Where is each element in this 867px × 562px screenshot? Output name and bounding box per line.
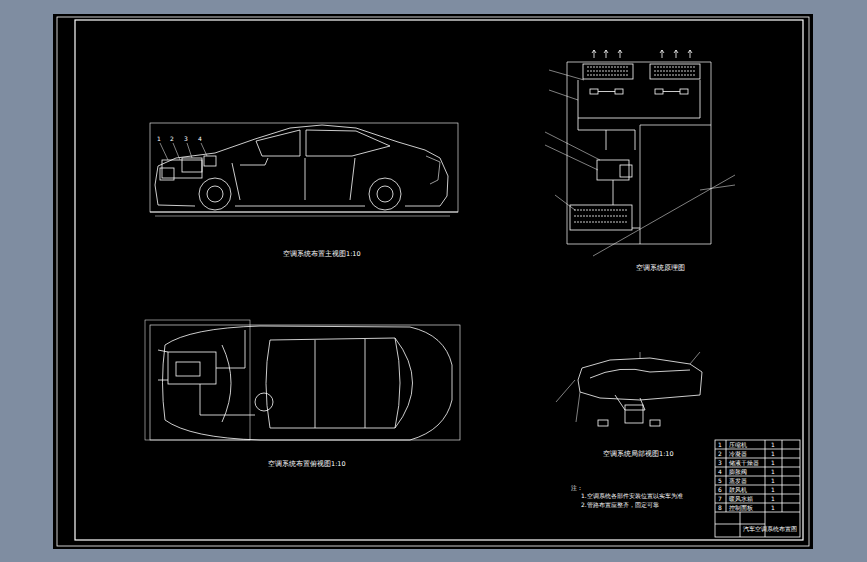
- table-cell: 1: [771, 505, 775, 512]
- table-cell: 6: [718, 487, 722, 494]
- callout-number: 1: [157, 136, 161, 143]
- view-caption: 空调系统布置俯视图1:10: [268, 461, 346, 468]
- table-cell: 鼓风机: [729, 487, 747, 494]
- table-cell: 膨胀阀: [729, 469, 747, 476]
- table-cell: 1: [718, 442, 722, 449]
- table-cell: 5: [718, 478, 722, 485]
- table-cell: 1: [771, 478, 775, 485]
- note-text: 1.空调系统各部件安装位置以实车为准: [581, 493, 683, 500]
- table-cell: 1: [771, 469, 775, 476]
- callout-number: 2: [170, 136, 174, 143]
- table-cell: 蒸发器: [729, 478, 747, 485]
- table-cell: 1: [771, 496, 775, 503]
- table-cell: 控制面板: [729, 505, 753, 512]
- table-cell: 1: [771, 451, 775, 458]
- note-text: 注：: [571, 485, 583, 492]
- table-cell: 1: [771, 442, 775, 449]
- table-cell: 暖风水箱: [729, 496, 753, 503]
- note-text: 2.管路布置应整齐，固定可靠: [581, 502, 659, 509]
- callout-number: 4: [198, 136, 202, 143]
- table-cell: 7: [718, 496, 722, 503]
- table-cell: 储液干燥器: [729, 460, 759, 467]
- view-caption: 空调系统局部视图1:10: [603, 451, 674, 458]
- title-text: 汽车空调系统布置图: [743, 526, 797, 533]
- table-cell: 4: [718, 469, 722, 476]
- table-cell: 3: [718, 460, 722, 467]
- view-caption: 空调系统原理图: [636, 265, 685, 272]
- table-cell: 8: [718, 505, 722, 512]
- table-cell: 1: [771, 487, 775, 494]
- table-cell: 2: [718, 451, 722, 458]
- table-cell: 1: [771, 460, 775, 467]
- table-cell: 压缩机: [729, 442, 747, 449]
- view-caption: 空调系统布置主视图1:10: [283, 251, 361, 258]
- callout-number: 3: [184, 136, 188, 143]
- table-cell: 冷凝器: [729, 451, 747, 458]
